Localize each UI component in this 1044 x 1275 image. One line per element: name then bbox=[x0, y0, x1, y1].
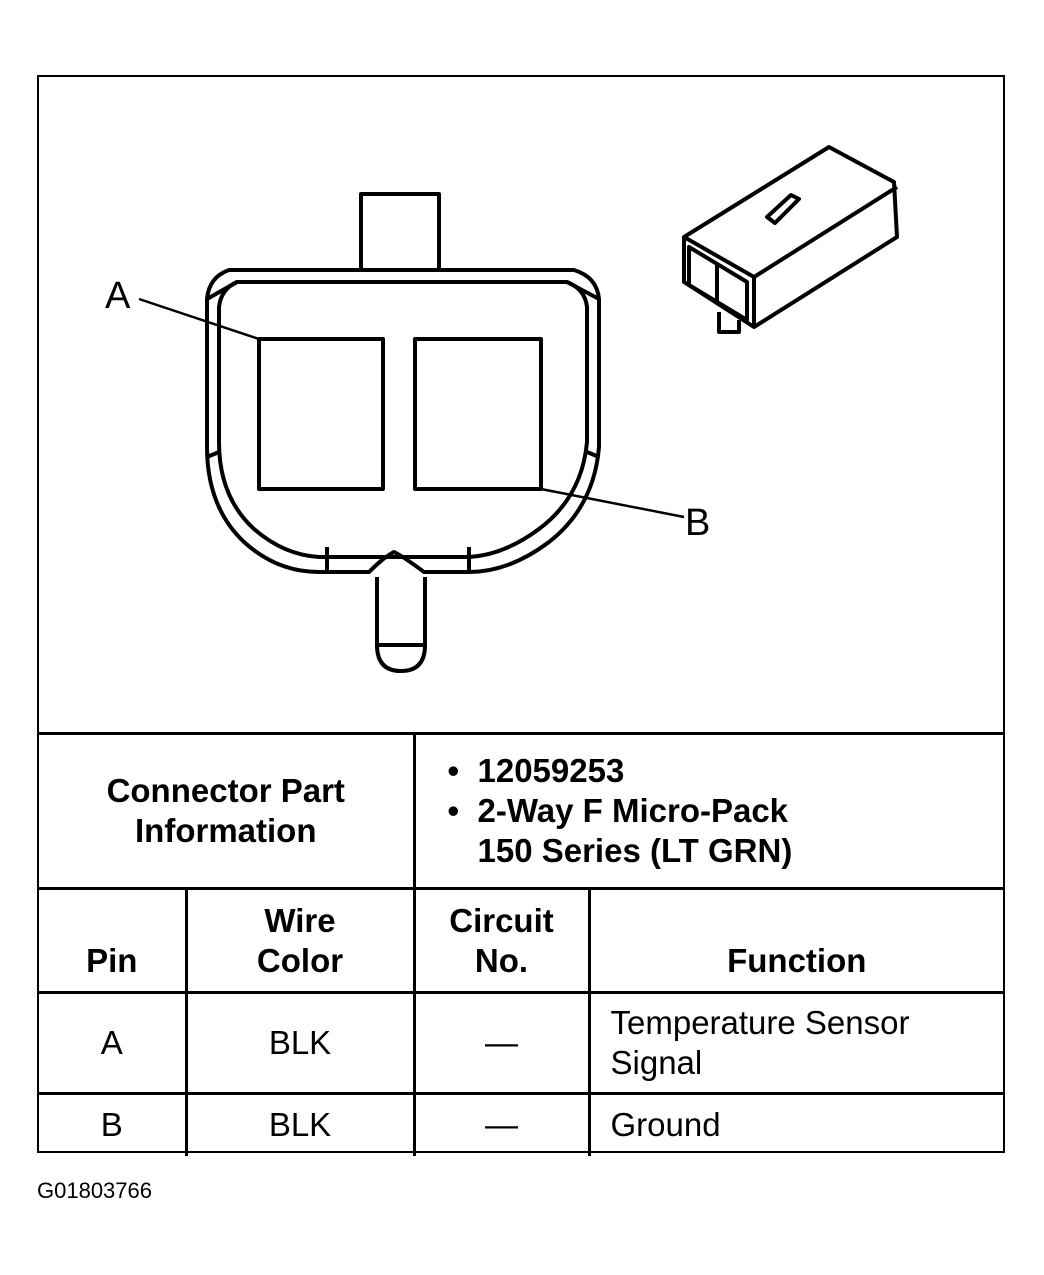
header-circuit-line2: No. bbox=[474, 942, 529, 979]
connector-face-drawing bbox=[138, 145, 899, 673]
connector-iso-view bbox=[682, 145, 899, 334]
header-pin: Pin bbox=[39, 887, 188, 994]
connector-figure-frame: A B Connector Part Information • 1205925… bbox=[37, 75, 1005, 1156]
info-label-line1: Connector Part bbox=[106, 772, 345, 809]
figure-id: G01803766 bbox=[37, 1178, 152, 1203]
connector-diagram: A B bbox=[39, 77, 1005, 733]
part-number-item: • 12059253 bbox=[448, 751, 1004, 791]
header-row: Pin Wire Color Circuit No. Function bbox=[39, 887, 1004, 994]
table-row: A BLK — Temperature Sensor Signal bbox=[39, 991, 1004, 1095]
row-a-pin: A bbox=[39, 991, 188, 1095]
row-b-function: Ground bbox=[587, 1092, 1004, 1156]
cavity-b bbox=[413, 337, 543, 491]
info-label-line2: Information bbox=[135, 812, 317, 849]
bottom-key-tab bbox=[375, 577, 427, 673]
row-b-circuit: — bbox=[412, 1092, 591, 1156]
header-pin-text: Pin bbox=[86, 942, 138, 979]
header-wire-color: Wire Color bbox=[184, 887, 416, 994]
row-b-pin: B bbox=[39, 1092, 188, 1156]
connector-part-info-values: • 12059253 • 2-Way F Micro-Pack 150 Seri… bbox=[412, 732, 1004, 890]
header-circuit-no: Circuit No. bbox=[412, 887, 591, 994]
header-function: Function bbox=[587, 887, 1004, 994]
table-row: B BLK — Ground bbox=[39, 1092, 1004, 1156]
top-latch-tab bbox=[359, 192, 441, 270]
connector-part-info-label: Connector Part Information bbox=[39, 732, 416, 890]
connector-outer-body bbox=[205, 268, 601, 574]
row-a-function-line1: Temperature Sensor bbox=[610, 1004, 910, 1041]
row-b-function-line1: Ground bbox=[610, 1106, 721, 1144]
description-item: • 2-Way F Micro-Pack bbox=[448, 791, 1004, 831]
row-a-function-line2: Signal bbox=[610, 1044, 703, 1081]
header-function-text: Function bbox=[727, 942, 867, 979]
connector-table: Connector Part Information • 12059253 • … bbox=[39, 732, 1004, 1156]
connector-part-info-row: Connector Part Information • 12059253 • … bbox=[39, 732, 1004, 890]
bullet-icon: • bbox=[447, 752, 460, 789]
header-wire-line1: Wire bbox=[264, 902, 336, 939]
pin-b-label: B bbox=[685, 502, 711, 544]
description-line1: 2-Way F Micro-Pack bbox=[477, 792, 789, 829]
row-b-wire: BLK bbox=[184, 1092, 416, 1156]
row-a-wire: BLK bbox=[184, 991, 416, 1095]
connector-inner-rim bbox=[217, 280, 589, 559]
description-line2: 150 Series (LT GRN) bbox=[477, 832, 793, 869]
pin-a-label: A bbox=[105, 275, 131, 317]
part-number: 12059253 bbox=[477, 752, 625, 789]
header-wire-line2: Color bbox=[256, 942, 344, 979]
leader-line-b bbox=[540, 487, 685, 519]
row-a-function: Temperature Sensor Signal bbox=[587, 991, 1004, 1095]
bullet-icon: • bbox=[447, 792, 460, 829]
cavity-a bbox=[257, 337, 385, 491]
header-circuit-line1: Circuit bbox=[449, 902, 554, 939]
row-a-circuit: — bbox=[412, 991, 591, 1095]
leader-line-a bbox=[138, 297, 260, 341]
